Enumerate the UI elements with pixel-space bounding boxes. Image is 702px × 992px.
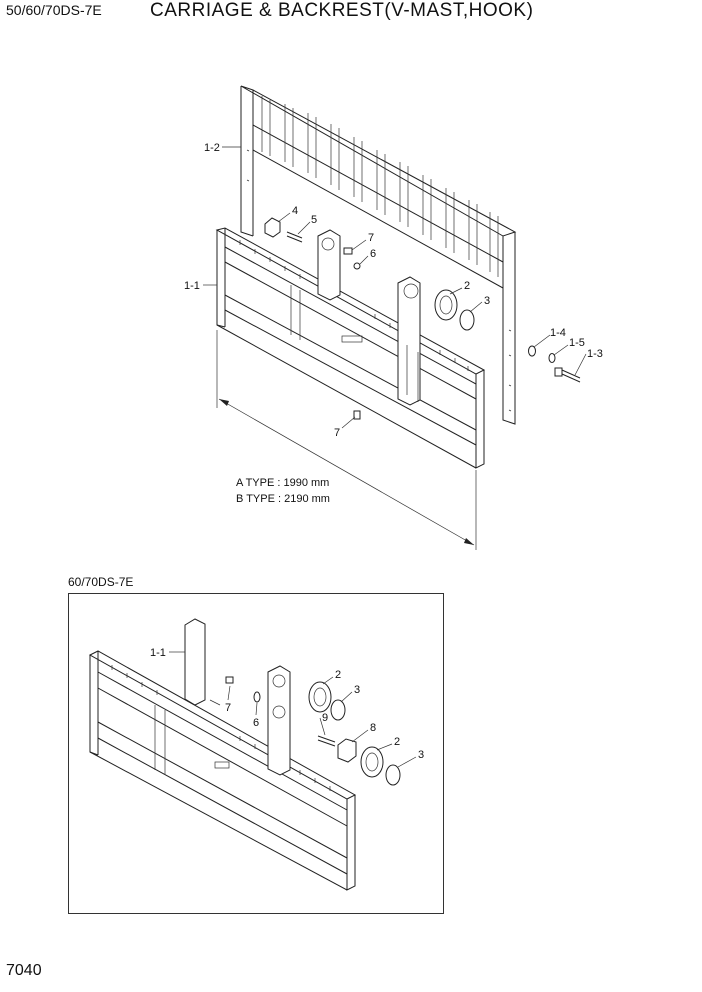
callout-part-5: 5 bbox=[311, 214, 317, 226]
callout-carriage: 1-1 bbox=[184, 280, 200, 292]
model-code: 50/60/70DS-7E bbox=[6, 2, 102, 18]
small-parts-drawing bbox=[264, 217, 581, 420]
page-title: CARRIAGE & BACKREST(V-MAST,HOOK) bbox=[150, 0, 534, 21]
callout-part-4: 4 bbox=[292, 205, 298, 217]
inset-callout-part-9: 9 bbox=[322, 712, 328, 724]
inset-callout-part-2-upper: 2 bbox=[335, 669, 341, 681]
inset-frame bbox=[68, 593, 444, 914]
inset-callout-carriage: 1-1 bbox=[150, 647, 166, 659]
page-number: 7040 bbox=[6, 962, 42, 979]
dimension-a-type: A TYPE : 1990 mm bbox=[236, 477, 329, 489]
callout-part-1-4: 1-4 bbox=[550, 327, 566, 339]
inset-model-label: 60/70DS-7E bbox=[68, 575, 134, 589]
inset-callout-part-6: 6 bbox=[253, 717, 259, 729]
width-dimension bbox=[216, 330, 477, 550]
inset-carriage-drawing bbox=[88, 618, 401, 891]
inset-callout-part-3-lower: 3 bbox=[418, 749, 424, 761]
inset-leader-lines bbox=[169, 651, 417, 768]
callout-part-7-lower: 7 bbox=[334, 427, 340, 439]
callout-backrest: 1-2 bbox=[204, 142, 220, 154]
inset-callout-part-2-lower: 2 bbox=[394, 736, 400, 748]
inset-callout-part-8: 8 bbox=[370, 722, 376, 734]
main-leader-lines bbox=[203, 146, 587, 429]
inset-callout-part-7: 7 bbox=[225, 702, 231, 714]
callout-part-1-5: 1-5 bbox=[569, 337, 585, 349]
callout-part-7-upper: 7 bbox=[368, 232, 374, 244]
dimension-b-type: B TYPE : 2190 mm bbox=[236, 493, 330, 505]
callout-part-1-3: 1-3 bbox=[587, 348, 603, 360]
callout-part-6: 6 bbox=[370, 248, 376, 260]
inset-callout-part-3-upper: 3 bbox=[354, 684, 360, 696]
backrest-drawing bbox=[240, 85, 517, 425]
callout-part-2: 2 bbox=[464, 280, 470, 292]
callout-part-3: 3 bbox=[484, 295, 490, 307]
carriage-drawing bbox=[215, 227, 486, 469]
